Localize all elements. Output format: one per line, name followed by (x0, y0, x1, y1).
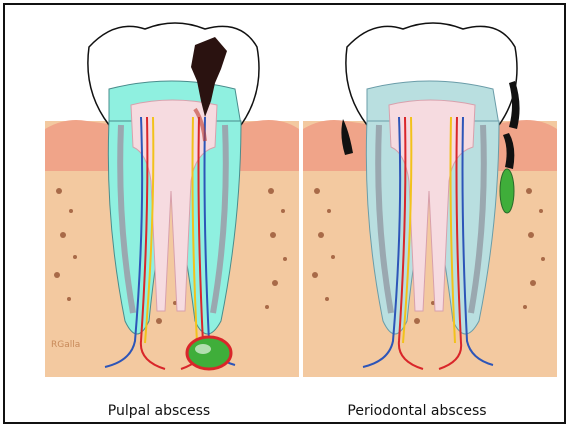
abscess-highlight (195, 344, 211, 354)
figure-frame: RGalla (3, 3, 566, 424)
root-abscess (187, 337, 231, 369)
pulpal-abscess-illustration: RGalla (45, 21, 299, 377)
periodontal-abscess-illustration (303, 21, 557, 377)
periodontal-abscess-caption: Periodontal abscess (292, 403, 542, 419)
gum-left (303, 120, 373, 171)
gum-left (45, 120, 115, 171)
periodontal-abscess-panel (303, 21, 557, 377)
artist-signature: RGalla (51, 340, 80, 350)
pulpal-abscess-caption: Pulpal abscess (34, 403, 284, 419)
gum-pocket-abscess (500, 169, 514, 213)
pulpal-abscess-panel: RGalla (45, 21, 299, 377)
